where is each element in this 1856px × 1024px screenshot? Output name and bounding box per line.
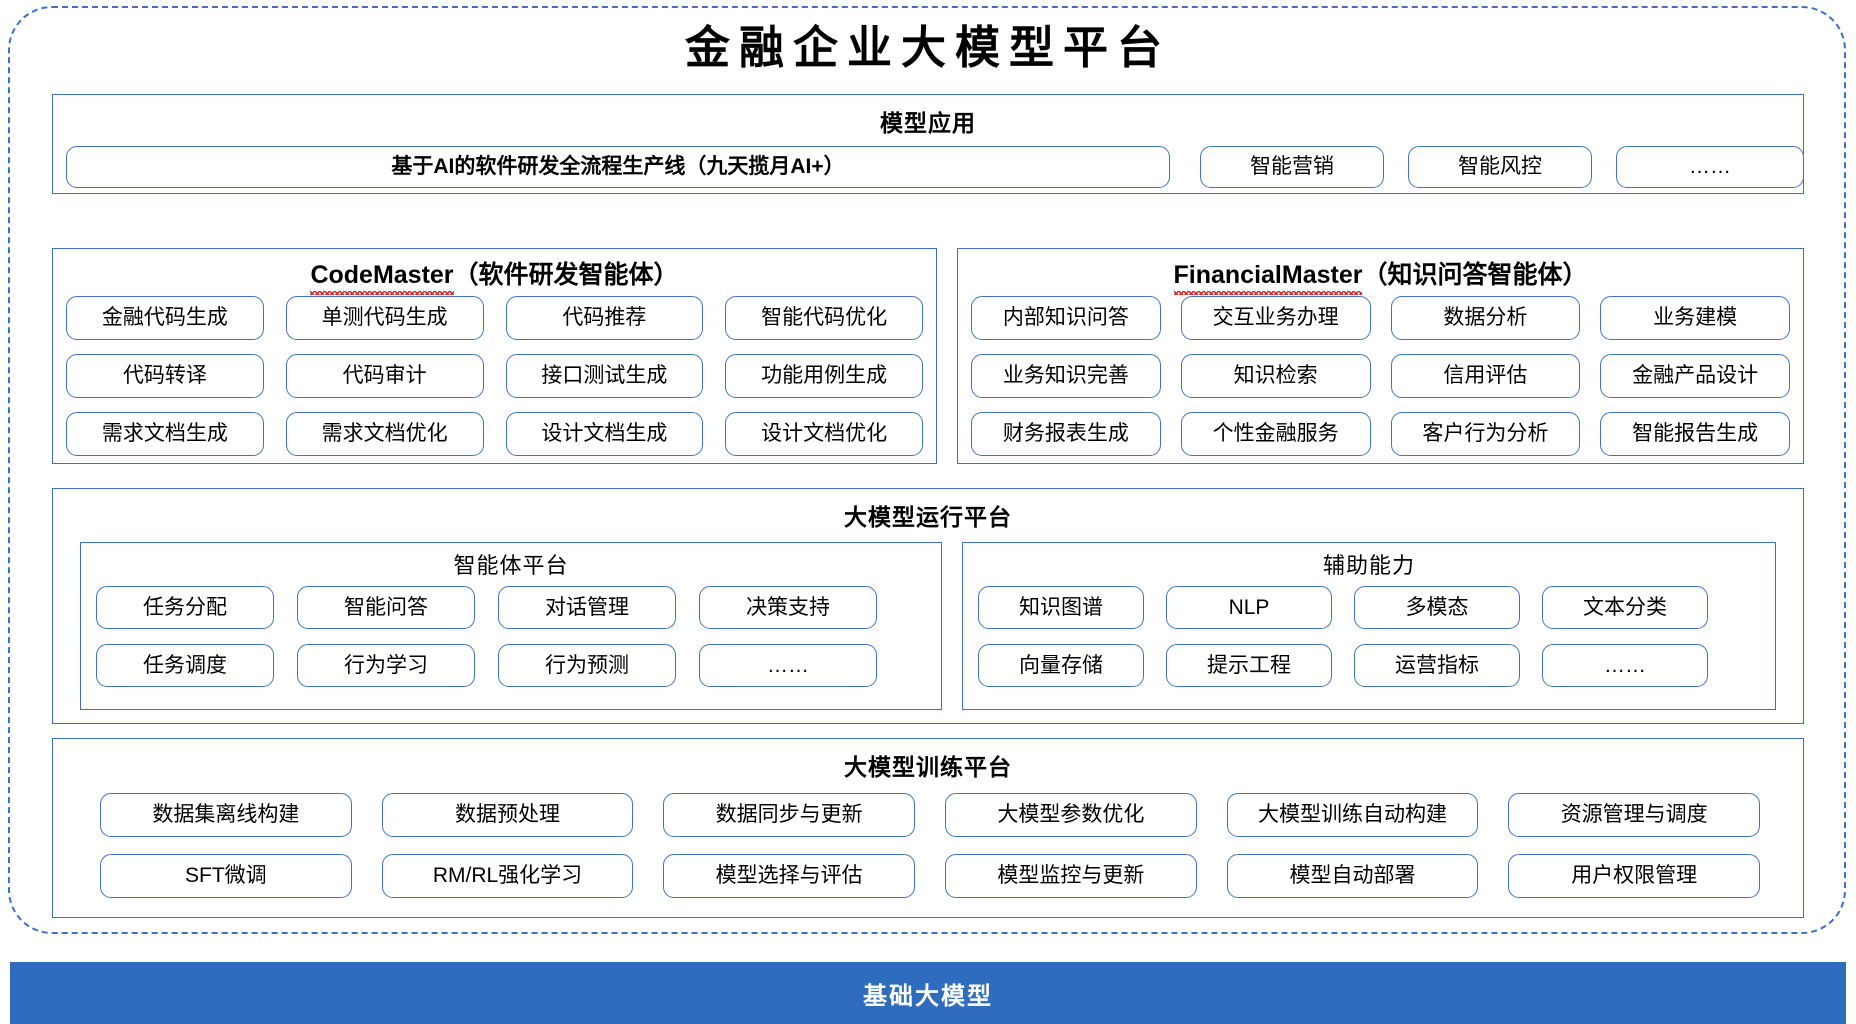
- pill-vector-storage[interactable]: 向量存储: [978, 644, 1144, 687]
- pill-intelligent-report-gen[interactable]: 智能报告生成: [1600, 412, 1790, 456]
- pill-behavior-prediction[interactable]: 行为预测: [498, 644, 676, 687]
- pill-dataset-offline-construction[interactable]: 数据集离线构建: [100, 793, 352, 837]
- pill-knowledge-graph[interactable]: 知识图谱: [978, 586, 1144, 629]
- pill-ai-sdlc-pipeline[interactable]: 基于AI的软件研发全流程生产线（九天揽月AI+）: [66, 146, 1170, 188]
- pill-function-case-gen[interactable]: 功能用例生成: [725, 354, 923, 398]
- pill-interactive-business-handling[interactable]: 交互业务办理: [1180, 296, 1371, 340]
- pill-task-scheduling[interactable]: 任务调度: [96, 644, 274, 687]
- agent-codemaster-name-en: CodeMaster: [310, 261, 454, 295]
- pill-sft-finetune[interactable]: SFT微调: [100, 854, 352, 898]
- pill-rm-rl-reinforcement-learning[interactable]: RM/RL强化学习: [381, 854, 634, 898]
- pill-model-application-more[interactable]: ……: [1616, 146, 1804, 188]
- pill-model-auto-deployment[interactable]: 模型自动部署: [1226, 854, 1479, 898]
- agent-financialmaster-name-en: FinancialMaster: [1173, 261, 1362, 295]
- pill-prompt-engineering[interactable]: 提示工程: [1166, 644, 1332, 687]
- pill-multimodal[interactable]: 多模态: [1354, 586, 1520, 629]
- pill-code-recommendation[interactable]: 代码推荐: [505, 296, 704, 340]
- agent-codemaster-row-2: 代码转译 代码审计 接口测试生成 功能用例生成: [66, 354, 923, 398]
- pill-finance-code-gen[interactable]: 金融代码生成: [66, 296, 264, 340]
- pill-intelligent-qa[interactable]: 智能问答: [297, 586, 475, 629]
- pill-model-monitoring-update[interactable]: 模型监控与更新: [945, 854, 1197, 898]
- pill-text-classification[interactable]: 文本分类: [1542, 586, 1708, 629]
- agent-financialmaster-name-cn: （知识问答智能体）: [1362, 261, 1588, 289]
- pill-customer-behavior-analysis[interactable]: 客户行为分析: [1390, 412, 1581, 456]
- pill-decision-support[interactable]: 决策支持: [699, 586, 877, 629]
- pill-model-selection-evaluation[interactable]: 模型选择与评估: [663, 854, 916, 898]
- agent-platform-row-1: 任务分配 智能问答 对话管理 决策支持: [96, 586, 928, 629]
- pill-user-permission-management[interactable]: 用户权限管理: [1508, 854, 1761, 898]
- subpanel-auxiliary-capability-title: 辅助能力: [1322, 553, 1415, 578]
- pill-code-audit[interactable]: 代码审计: [285, 354, 484, 398]
- pill-data-preprocessing[interactable]: 数据预处理: [381, 793, 634, 837]
- pill-internal-knowledge-qa[interactable]: 内部知识问答: [971, 296, 1161, 340]
- diagram-outer-frame: [8, 6, 1846, 934]
- agent-platform-row-2: 任务调度 行为学习 行为预测 ……: [96, 644, 928, 687]
- training-platform-row-2: SFT微调 RM/RL强化学习 模型选择与评估 模型监控与更新 模型自动部署 用…: [100, 854, 1761, 898]
- agent-codemaster-row-1: 金融代码生成 单测代码生成 代码推荐 智能代码优化: [66, 296, 923, 340]
- pill-nlp[interactable]: NLP: [1166, 586, 1332, 629]
- footer-foundation-model-bar: 基础大模型: [10, 962, 1846, 1024]
- pill-design-doc-optimization[interactable]: 设计文档优化: [725, 412, 923, 456]
- pill-intelligent-risk-control[interactable]: 智能风控: [1408, 146, 1592, 188]
- pill-dialogue-management[interactable]: 对话管理: [498, 586, 676, 629]
- pill-data-sync-update[interactable]: 数据同步与更新: [663, 793, 916, 837]
- training-platform-row-1: 数据集离线构建 数据预处理 数据同步与更新 大模型参数优化 大模型训练自动构建 …: [100, 793, 1761, 837]
- pill-intelligent-marketing[interactable]: 智能营销: [1200, 146, 1384, 188]
- agent-financialmaster-row-1: 内部知识问答 交互业务办理 数据分析 业务建模: [971, 296, 1790, 340]
- pill-intelligent-code-optimization[interactable]: 智能代码优化: [725, 296, 923, 340]
- section-model-application-title: 模型应用: [880, 110, 976, 136]
- auxiliary-capability-row-2: 向量存储 提示工程 运营指标 ……: [978, 644, 1762, 687]
- pill-credit-assessment[interactable]: 信用评估: [1390, 354, 1581, 398]
- section-runtime-platform-title: 大模型运行平台: [844, 504, 1012, 530]
- pill-business-modeling[interactable]: 业务建模: [1600, 296, 1790, 340]
- pill-operation-metrics[interactable]: 运营指标: [1354, 644, 1520, 687]
- pill-model-training-auto-construction[interactable]: 大模型训练自动构建: [1226, 793, 1479, 837]
- pill-business-knowledge-improvement[interactable]: 业务知识完善: [971, 354, 1161, 398]
- footer-foundation-model-label: 基础大模型: [863, 982, 993, 1010]
- pill-financial-product-design[interactable]: 金融产品设计: [1600, 354, 1790, 398]
- pill-data-analysis[interactable]: 数据分析: [1390, 296, 1581, 340]
- pill-api-test-gen[interactable]: 接口测试生成: [505, 354, 704, 398]
- pill-personalized-financial-service[interactable]: 个性金融服务: [1180, 412, 1371, 456]
- pill-agent-platform-more[interactable]: ……: [699, 644, 877, 687]
- pill-task-allocation[interactable]: 任务分配: [96, 586, 274, 629]
- pill-code-translation[interactable]: 代码转译: [66, 354, 264, 398]
- agent-financialmaster-row-3: 财务报表生成 个性金融服务 客户行为分析 智能报告生成: [971, 412, 1790, 456]
- auxiliary-capability-row-1: 知识图谱 NLP 多模态 文本分类: [978, 586, 1762, 629]
- pill-financial-report-gen[interactable]: 财务报表生成: [971, 412, 1161, 456]
- agent-codemaster-title: CodeMaster（软件研发智能体）: [310, 255, 679, 295]
- pill-requirement-doc-optimization[interactable]: 需求文档优化: [285, 412, 484, 456]
- agent-financialmaster-row-2: 业务知识完善 知识检索 信用评估 金融产品设计: [971, 354, 1790, 398]
- pill-resource-management-scheduling[interactable]: 资源管理与调度: [1508, 793, 1761, 837]
- subpanel-agent-platform-title: 智能体平台: [453, 553, 569, 578]
- pill-knowledge-retrieval[interactable]: 知识检索: [1180, 354, 1371, 398]
- pill-design-doc-gen[interactable]: 设计文档生成: [505, 412, 704, 456]
- pill-model-parameter-optimization[interactable]: 大模型参数优化: [945, 793, 1197, 837]
- pill-unittest-code-gen[interactable]: 单测代码生成: [285, 296, 484, 340]
- agent-codemaster-name-cn: （软件研发智能体）: [453, 261, 679, 289]
- agent-codemaster-row-3: 需求文档生成 需求文档优化 设计文档生成 设计文档优化: [66, 412, 923, 456]
- agent-financialmaster-title: FinancialMaster（知识问答智能体）: [1173, 255, 1588, 295]
- pill-behavior-learning[interactable]: 行为学习: [297, 644, 475, 687]
- pill-auxiliary-capability-more[interactable]: ……: [1542, 644, 1708, 687]
- page-title: 金融企业大模型平台: [684, 23, 1171, 73]
- pill-requirement-doc-gen[interactable]: 需求文档生成: [66, 412, 264, 456]
- section-training-platform-title: 大模型训练平台: [844, 754, 1012, 780]
